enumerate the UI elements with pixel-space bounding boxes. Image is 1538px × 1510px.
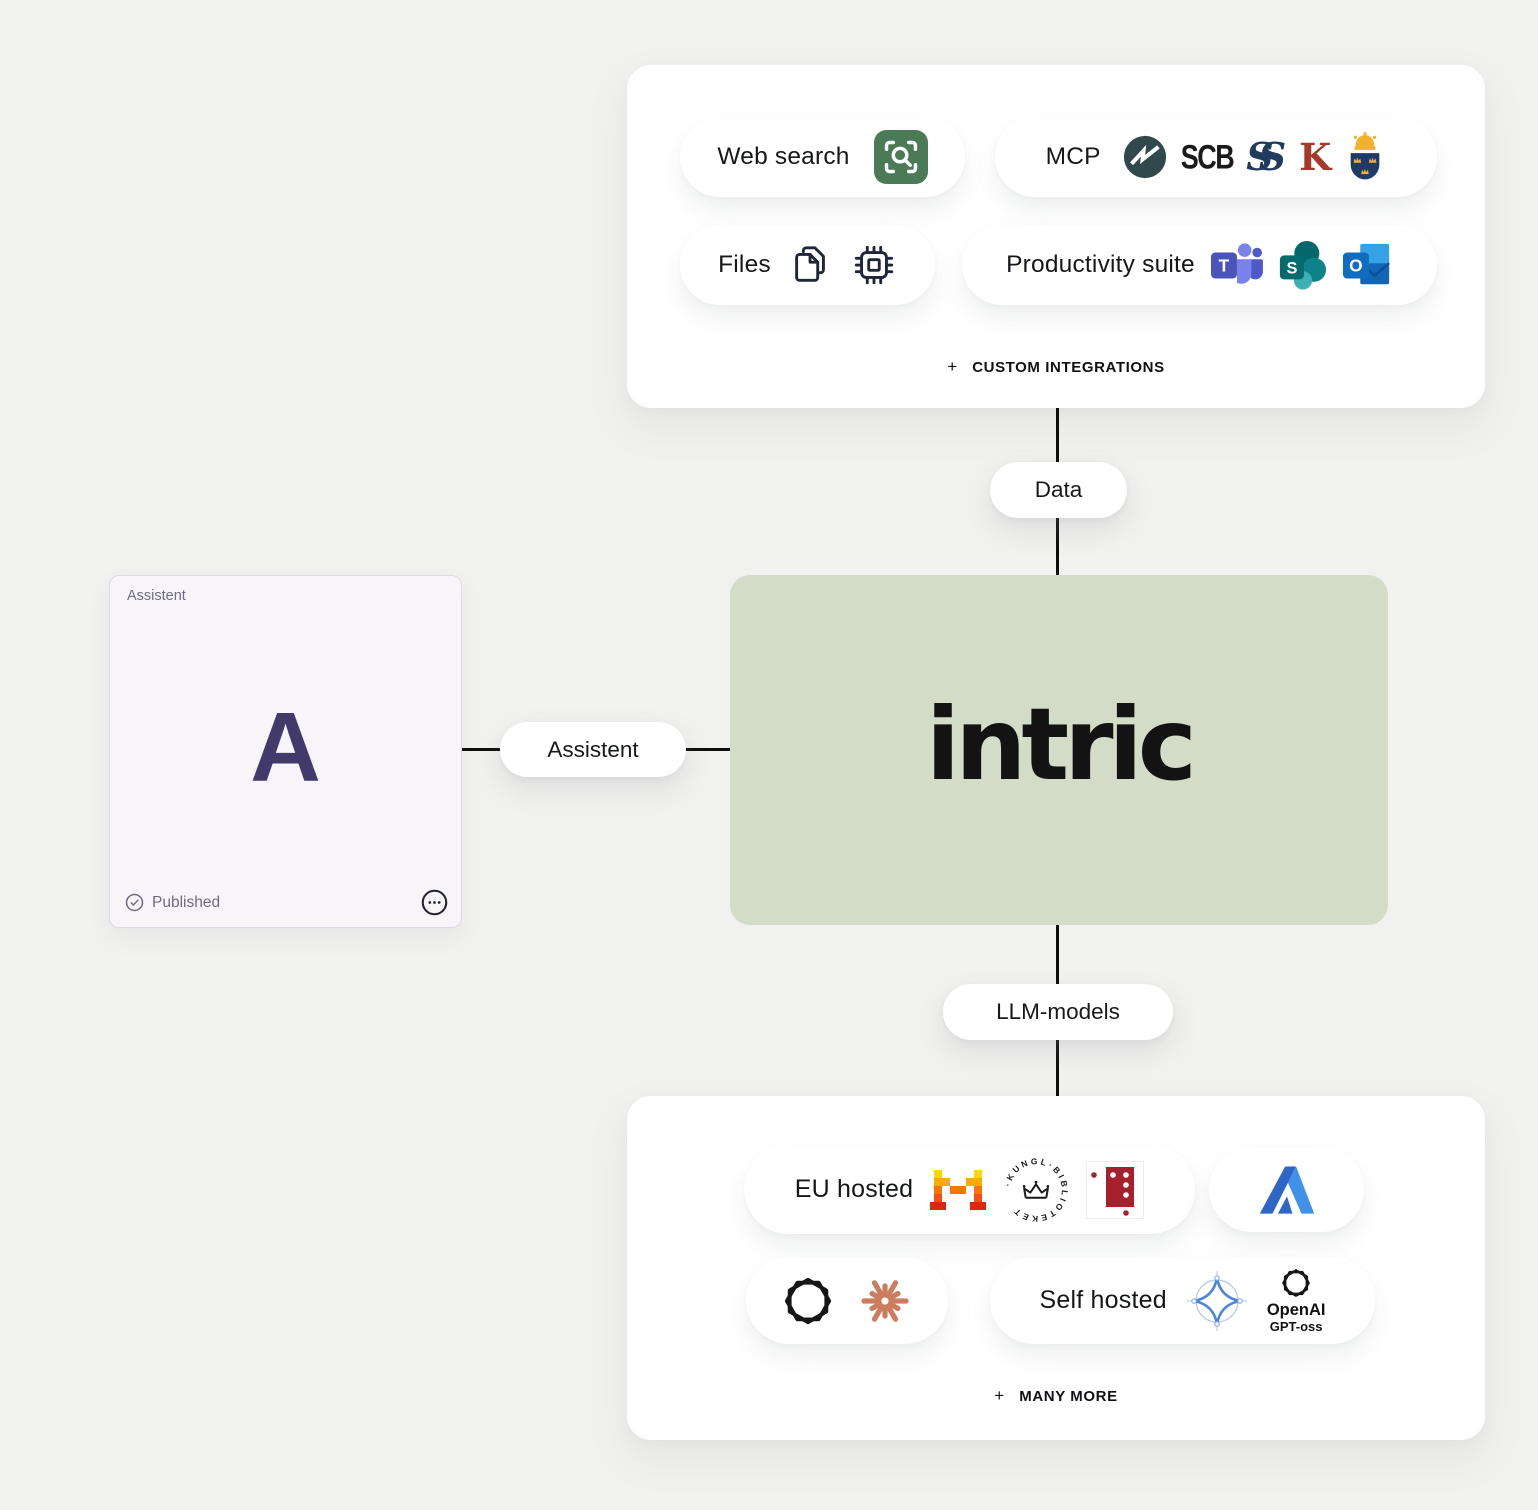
productivity-suite-label: Productivity suite (1006, 251, 1195, 278)
published-status: Published (125, 893, 220, 912)
llm-models-node: LLM-models (943, 984, 1173, 1040)
published-status-label: Published (152, 893, 221, 911)
outlook-letter: O (1349, 256, 1362, 276)
chart-circle-icon (1123, 135, 1166, 179)
files-label: Files (718, 251, 771, 278)
plus-icon: + (947, 357, 958, 376)
gpt-oss-line2: GPT-oss (1269, 1318, 1323, 1334)
documents-icon (795, 246, 825, 282)
many-more-label: MANY MORE (1019, 1388, 1118, 1405)
assistant-initial: A (250, 691, 321, 802)
kb-ring-text: ·KUNGL·BIBLIOTEKET (1003, 1157, 1067, 1223)
assistant-card-title: Assistent (127, 588, 186, 604)
teams-icon: T (1210, 243, 1263, 284)
web-search-label: Web search (717, 143, 850, 170)
monogram-letter: S (1246, 134, 1274, 179)
files-pill: Files (680, 225, 935, 305)
assistant-card: Assistent A Published (109, 575, 462, 928)
eu-hosted-pill: EU hosted ·KUNGL·BIBLIOTEKET (744, 1145, 1195, 1234)
eu-hosted-label: EU hosted (794, 1175, 914, 1203)
assistent-node: Assistent (500, 722, 686, 777)
llm-models-node-label: LLM-models (996, 999, 1120, 1024)
intric-wordmark: intric (925, 685, 1197, 803)
custom-integrations-label: CUSTOM INTEGRATIONS (972, 359, 1165, 376)
blueprint-sparkle-icon (1186, 1270, 1247, 1331)
data-node: Data (990, 462, 1127, 518)
monogram-letter: S (1258, 134, 1287, 179)
azure-icon (1259, 1165, 1314, 1214)
mcp-label: MCP (1045, 143, 1101, 170)
web-search-pill: Web search (680, 117, 965, 197)
card-menu-button[interactable] (421, 889, 448, 916)
data-node-label: Data (1034, 477, 1083, 502)
scan-search-icon (873, 130, 928, 184)
teams-letter: T (1219, 256, 1230, 276)
swedish-crest-icon (1350, 132, 1380, 180)
scb-logo: SCB (1180, 137, 1235, 176)
kungliga-biblioteket-icon: ·KUNGL·BIBLIOTEKET (1003, 1157, 1069, 1223)
azure-pill (1209, 1147, 1364, 1232)
sharepoint-letter: S (1286, 260, 1297, 278)
llm-models-card: EU hosted ·KUNGL·BIBLIOTEKET (627, 1096, 1485, 1440)
gpt-oss-line1: OpenAI (1266, 1300, 1326, 1319)
openai-gpt-oss-logo: OpenAI GPT-oss (1266, 1267, 1326, 1335)
assistant-card-footer: Published (125, 889, 448, 916)
check-circle-icon (125, 893, 144, 912)
custom-integrations-note: + CUSTOM INTEGRATIONS (627, 357, 1485, 377)
ai-sweden-icon (1086, 1160, 1145, 1219)
self-hosted-pill: Self hosted OpenAI GPT-oss (990, 1257, 1375, 1344)
openai-knot-icon (1282, 1268, 1310, 1297)
assistent-node-label: Assistent (547, 736, 639, 762)
k-ornate-logo: K (1299, 134, 1332, 179)
cpu-chip-icon (854, 245, 894, 285)
openai-anthropic-pill (746, 1257, 948, 1344)
intric-platform-box: intric (730, 575, 1388, 925)
many-more-note: + MANY MORE (627, 1386, 1485, 1406)
outlook-icon: O (1342, 243, 1390, 285)
ellipsis-circle-icon (421, 889, 448, 916)
anthropic-starburst-icon (861, 1279, 909, 1322)
mistral-icon (930, 1169, 987, 1210)
self-hosted-label: Self hosted (1039, 1286, 1167, 1314)
svg-text:·KUNGL·BIBLIOTEKET: ·KUNGL·BIBLIOTEKET (1003, 1157, 1069, 1223)
plus-icon: + (994, 1386, 1005, 1405)
sharepoint-icon: S (1279, 240, 1326, 290)
productivity-suite-pill: Productivity suite T S O (962, 225, 1437, 305)
openai-icon (784, 1277, 832, 1324)
